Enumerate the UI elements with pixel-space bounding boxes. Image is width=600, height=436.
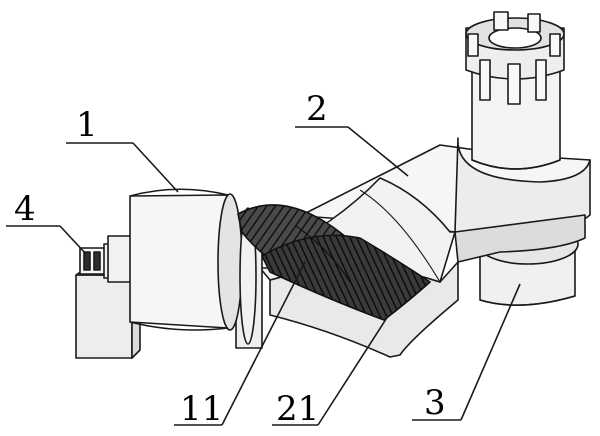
label-21: 21: [276, 389, 319, 429]
label-2: 2: [306, 89, 328, 129]
motor: [129, 188, 257, 345]
label-4: 4: [14, 189, 36, 229]
column: [465, 11, 565, 170]
label-1: 1: [76, 105, 98, 145]
leader-lines: [6, 126, 521, 426]
label-11: 11: [180, 389, 223, 429]
label-3: 3: [424, 383, 446, 423]
gear-set: [237, 204, 431, 321]
